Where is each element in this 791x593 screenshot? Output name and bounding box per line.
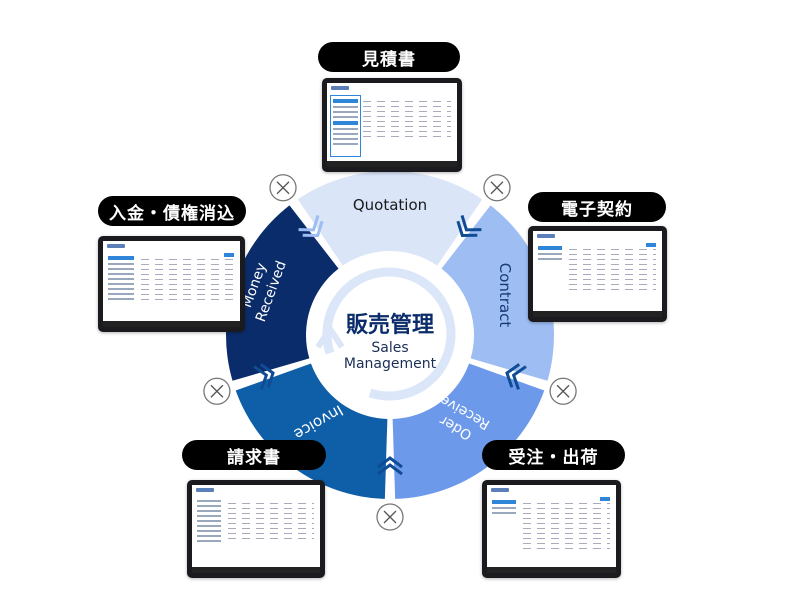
close-x-circle-icon — [376, 503, 404, 531]
close-x-circle-icon — [549, 377, 577, 405]
module-label-order-receive: 受注・出荷 — [482, 440, 625, 470]
segment-money-received — [225, 205, 339, 381]
money-received-screenshot — [98, 236, 245, 332]
center-title-en-1: Sales — [371, 340, 408, 356]
close-x-circle-icon — [203, 377, 231, 405]
segment-order-receive — [392, 363, 545, 499]
center-title-en-2: Management — [344, 356, 437, 372]
close-x-circle-icon — [269, 174, 297, 202]
invoice-screenshot — [187, 480, 325, 578]
double-chevron-icon — [298, 215, 324, 238]
close-x-circle-icon — [483, 174, 511, 202]
circular-arrow-head-icon — [315, 323, 345, 349]
module-label-contract: 電子契約 — [528, 192, 666, 222]
module-label-money-received: 入金・債権消込 — [98, 196, 246, 226]
segment-quotation — [297, 171, 483, 266]
order-receive-screenshot — [482, 480, 621, 578]
contract-screenshot — [528, 226, 667, 322]
double-chevron-icon — [456, 215, 482, 238]
double-chevron-icon — [505, 363, 527, 390]
segment-label-quotation: Quotation — [353, 196, 427, 214]
double-chevron-icon — [253, 363, 275, 390]
segment-invoice — [235, 363, 388, 499]
circular-arrow-icon — [322, 267, 456, 401]
double-chevron-icon — [377, 456, 403, 476]
center-title-ja: 販売管理 — [346, 312, 434, 338]
module-label-invoice: 請求書 — [182, 440, 326, 470]
segment-contract — [441, 205, 554, 381]
segment-label-contract: Contract — [496, 263, 514, 328]
quotation-screenshot — [322, 78, 462, 172]
module-label-quotation: 見積書 — [318, 42, 460, 72]
